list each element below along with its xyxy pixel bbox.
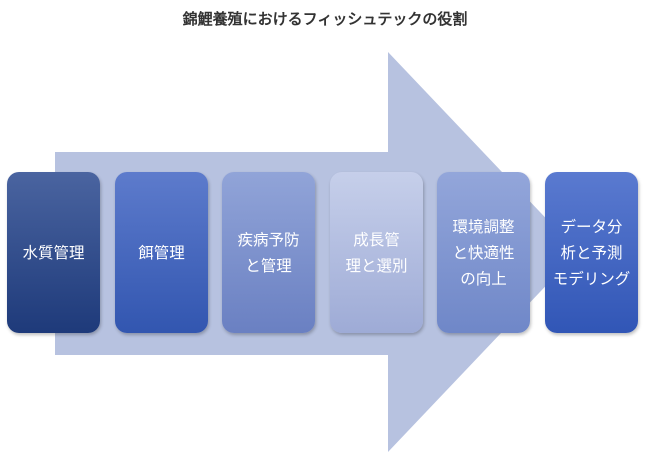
step-label: データ分 析と予測 モデリング bbox=[552, 217, 631, 288]
step-label: 疾病予防 と管理 bbox=[237, 230, 300, 275]
step-growth-selection: 成長管 理と選別 bbox=[330, 172, 423, 333]
step-label: 成長管 理と選別 bbox=[345, 230, 408, 275]
step-label: 環境調整 と快適性 の向上 bbox=[452, 217, 515, 288]
step-label: 水質管理 bbox=[22, 243, 85, 262]
arrow-shape bbox=[55, 52, 578, 452]
step-water-quality: 水質管理 bbox=[7, 172, 100, 333]
step-feeding: 餌管理 bbox=[115, 172, 208, 333]
step-disease-prevention: 疾病予防 と管理 bbox=[222, 172, 315, 333]
step-environment: 環境調整 と快適性 の向上 bbox=[437, 172, 530, 333]
step-label: 餌管理 bbox=[138, 243, 185, 262]
step-data-analysis: データ分 析と予測 モデリング bbox=[545, 172, 638, 333]
diagram-title: 錦鯉養殖におけるフィッシュテックの役割 bbox=[182, 10, 468, 28]
